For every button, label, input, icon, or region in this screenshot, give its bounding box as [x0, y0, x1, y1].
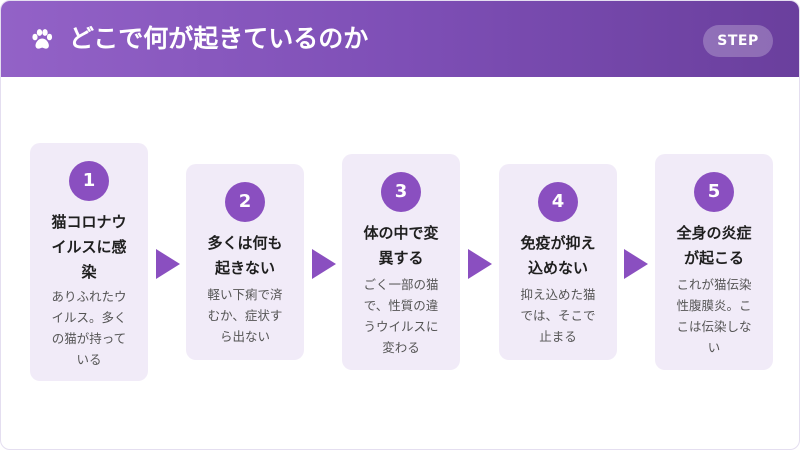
- step-title: 全身の炎症 が起こる: [661, 221, 767, 271]
- step-title-line: 猫コロナウ: [51, 213, 127, 231]
- step-title-line: 込めない: [527, 259, 588, 277]
- step-card-1: 1 猫コロナウ イルスに感 染 ありふれたウ イルス。多く の猫が持って いる: [30, 143, 148, 381]
- step-description-line: これが猫伝染: [676, 277, 752, 292]
- step-title-line: イルスに感: [51, 238, 127, 256]
- step-description: ありふれたウ イルス。多く の猫が持って いる: [36, 286, 142, 370]
- step-description-line: ありふれたウ: [51, 289, 127, 304]
- step-title-line: が起こる: [683, 249, 744, 267]
- step-description-line: 止まる: [539, 329, 577, 344]
- step-description-line: ら出ない: [219, 329, 270, 344]
- header-bar: どこで何が起きているのか STEP: [1, 1, 799, 77]
- step-number-badge: 3: [381, 172, 421, 212]
- step-title-line: 起きない: [214, 259, 275, 277]
- arrow-right-icon: [624, 249, 648, 279]
- step-description-line: うウイルスに: [363, 319, 439, 334]
- paw-icon: [32, 29, 53, 49]
- arrow-right-icon: [468, 249, 492, 279]
- step-card-4: 4 免疫が抑え 込めない 抑え込めた猫 では、そこで 止まる: [499, 164, 617, 360]
- step-description-line: 軽い下痢で済: [207, 287, 283, 302]
- step-badge: STEP: [703, 25, 773, 57]
- step-card-2: 2 多くは何も 起きない 軽い下痢で済 むか、症状す ら出ない: [186, 164, 304, 360]
- step-description-line: の猫が持って: [51, 331, 127, 346]
- step-title-line: 全身の炎症: [676, 224, 752, 242]
- step-number-badge: 1: [69, 161, 109, 201]
- step-description-line: で、性質の違: [363, 298, 439, 313]
- step-description-line: いる: [76, 352, 102, 367]
- step-description: 軽い下痢で済 むか、症状す ら出ない: [192, 284, 298, 347]
- step-number-badge: 4: [538, 182, 578, 222]
- step-description-line: 抑え込めた猫: [520, 287, 596, 302]
- step-title: 猫コロナウ イルスに感 染: [36, 210, 142, 285]
- step-description-line: い: [707, 340, 721, 355]
- step-title-line: 染: [81, 263, 97, 281]
- page-title: どこで何が起きているのか: [69, 24, 369, 53]
- step-title-line: 体の中で変: [363, 224, 439, 242]
- step-card-5: 5 全身の炎症 が起こる これが猫伝染 性腹膜炎。こ こは伝染しな い: [655, 154, 773, 370]
- arrow-right-icon: [156, 249, 180, 279]
- step-description-line: むか、症状す: [207, 308, 283, 323]
- step-description-line: 性腹膜炎。こ: [676, 298, 752, 313]
- step-title-line: 免疫が抑え: [520, 234, 596, 252]
- step-description-line: イルス。多く: [51, 310, 127, 325]
- step-title: 多くは何も 起きない: [192, 231, 298, 281]
- arrow-right-icon: [312, 249, 336, 279]
- step-number-badge: 2: [225, 182, 265, 222]
- step-description-line: こは伝染しな: [676, 319, 752, 334]
- step-description-line: ごく一部の猫: [363, 277, 439, 292]
- step-description: 抑え込めた猫 では、そこで 止まる: [505, 284, 611, 347]
- step-number-badge: 5: [694, 172, 734, 212]
- step-description: これが猫伝染 性腹膜炎。こ こは伝染しな い: [661, 274, 767, 358]
- step-title-line: 異する: [378, 249, 424, 267]
- step-title: 免疫が抑え 込めない: [505, 231, 611, 281]
- step-card-3: 3 体の中で変 異する ごく一部の猫 で、性質の違 うウイルスに 変わる: [342, 154, 460, 370]
- step-description-line: では、そこで: [520, 308, 596, 323]
- step-description-line: 変わる: [382, 340, 420, 355]
- step-description: ごく一部の猫 で、性質の違 うウイルスに 変わる: [348, 274, 454, 358]
- step-title-line: 多くは何も: [207, 234, 283, 252]
- step-title: 体の中で変 異する: [348, 221, 454, 271]
